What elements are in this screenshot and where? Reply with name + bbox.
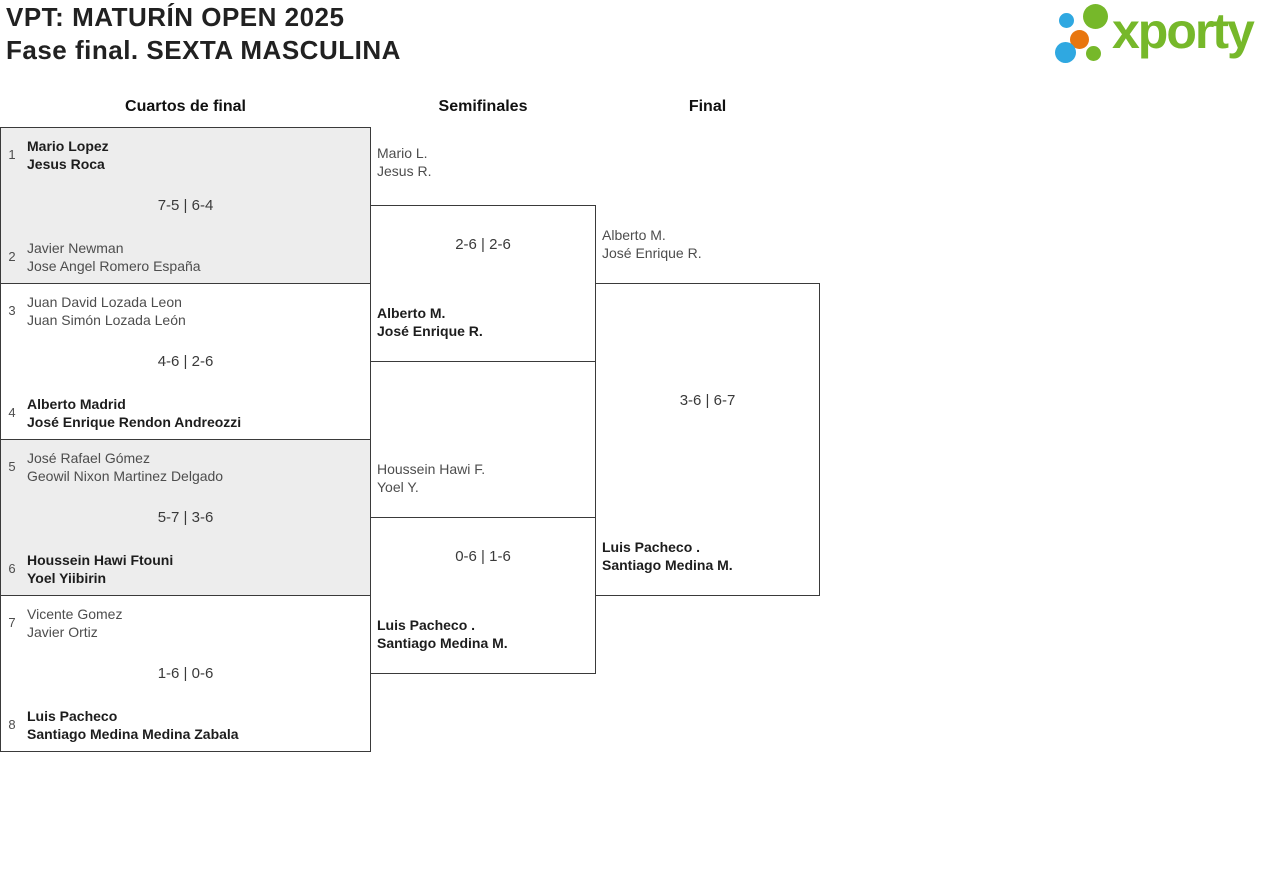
player-name: Houssein Hawi F. xyxy=(377,461,486,477)
player-name: José Enrique R. xyxy=(602,245,702,261)
logo-dot-orange-icon xyxy=(1070,30,1089,49)
match-final xyxy=(595,283,820,596)
match-score: 1-6 | 0-6 xyxy=(157,665,214,682)
logo-dot-green-small-icon xyxy=(1086,46,1101,61)
seed-number: 4 xyxy=(8,405,16,420)
logo-dot-green-large-icon xyxy=(1083,4,1108,29)
seed-number: 2 xyxy=(8,249,16,264)
match-score: 7-5 | 6-4 xyxy=(157,197,214,214)
match-score: 0-6 | 1-6 xyxy=(455,548,511,565)
sf1-team-top-label: Mario L. Jesus R. xyxy=(377,144,431,180)
player-name: Alberto Madrid xyxy=(27,396,126,412)
sf2-team-bottom-label: Luis Pacheco . Santiago Medina M. xyxy=(377,616,508,652)
final-team-bottom-label: Luis Pacheco . Santiago Medina M. xyxy=(602,538,733,574)
player-name: Houssein Hawi Ftouni xyxy=(27,552,174,568)
player-name: José Enrique R. xyxy=(377,323,483,339)
player-name: Vicente Gomez xyxy=(27,606,123,622)
tournament-title: VPT: MATURÍN OPEN 2025 xyxy=(6,2,345,32)
category-subtitle: Fase final. SEXTA MASCULINA xyxy=(6,35,401,65)
qf4-team-bottom: Luis Pacheco Santiago Medina Medina Zaba… xyxy=(27,707,239,743)
qf4-team-top: Vicente Gomez Javier Ortiz xyxy=(27,605,122,641)
sf1-team-bottom-label: Alberto M. José Enrique R. xyxy=(377,304,483,340)
player-name: Juan David Lozada Leon xyxy=(27,294,182,310)
qf2-team-top: Juan David Lozada Leon Juan Simón Lozada… xyxy=(27,293,186,329)
player-name: Jesus R. xyxy=(377,163,432,179)
player-name: Jose Angel Romero España xyxy=(27,258,201,274)
match-score: 2-6 | 2-6 xyxy=(455,236,511,253)
match-score: 5-7 | 3-6 xyxy=(157,509,214,526)
round-header-semifinals: Semifinales xyxy=(438,98,528,115)
seed-number: 5 xyxy=(8,459,16,474)
match-score: 3-6 | 6-7 xyxy=(679,392,736,409)
player-name: Javier Ortiz xyxy=(27,624,98,640)
player-name: Geowil Nixon Martinez Delgado xyxy=(27,468,224,484)
match-qf-4: 7 Vicente Gomez Javier Ortiz 1-6 | 0-6 8… xyxy=(0,595,371,752)
player-name: Luis Pacheco . xyxy=(377,617,476,633)
logo-dot-blue-small-icon xyxy=(1059,13,1074,28)
player-name: Mario L. xyxy=(377,145,428,161)
qf2-team-bottom: Alberto Madrid José Enrique Rendon Andre… xyxy=(27,395,241,431)
qf1-team-top: Mario Lopez Jesus Roca xyxy=(27,137,109,173)
player-name: Alberto M. xyxy=(602,227,666,243)
round-header-final: Final xyxy=(688,98,727,115)
player-name: José Rafael Gómez xyxy=(27,450,150,466)
match-qf-3: 5 José Rafael Gómez Geowil Nixon Martine… xyxy=(0,439,371,596)
match-score: 4-6 | 2-6 xyxy=(157,353,214,370)
logo-dot-blue-medium-icon xyxy=(1055,42,1076,63)
player-name: Mario Lopez xyxy=(27,138,109,154)
round-header-quarterfinals: Cuartos de final xyxy=(125,98,246,115)
logo-wordmark: xporty xyxy=(1112,3,1255,59)
player-name: Luis Pacheco xyxy=(27,708,118,724)
seed-number: 7 xyxy=(8,615,16,630)
player-name: Luis Pacheco . xyxy=(602,539,701,555)
qf1-team-bottom: Javier Newman Jose Angel Romero España xyxy=(27,239,201,275)
seed-number: 8 xyxy=(8,717,16,732)
qf3-team-top: José Rafael Gómez Geowil Nixon Martinez … xyxy=(27,449,223,485)
player-name: Santiago Medina M. xyxy=(602,557,733,573)
match-qf-2: 3 Juan David Lozada Leon Juan Simón Loza… xyxy=(0,283,371,440)
qf3-team-bottom: Houssein Hawi Ftouni Yoel Yiibirin xyxy=(27,551,173,587)
match-qf-1: 1 Mario Lopez Jesus Roca 7-5 | 6-4 2 Jav… xyxy=(0,127,371,284)
player-name: Santiago Medina Medina Zabala xyxy=(27,726,239,742)
player-name: Yoel Yiibirin xyxy=(27,570,107,586)
player-name: Jesus Roca xyxy=(27,156,105,172)
seed-number: 1 xyxy=(8,147,16,162)
player-name: Alberto M. xyxy=(377,305,446,321)
seed-number: 6 xyxy=(8,561,16,576)
sf2-team-top-label: Houssein Hawi F. Yoel Y. xyxy=(377,460,485,496)
page-title: VPT: MATURÍN OPEN 2025 Fase final. SEXTA… xyxy=(6,1,401,67)
xporty-logo[interactable]: xporty xyxy=(1050,0,1280,70)
player-name: Javier Newman xyxy=(27,240,124,256)
seed-number: 3 xyxy=(8,303,16,318)
player-name: Yoel Y. xyxy=(377,479,419,495)
player-name: Juan Simón Lozada León xyxy=(27,312,186,328)
player-name: José Enrique Rendon Andreozzi xyxy=(27,414,242,430)
player-name: Santiago Medina M. xyxy=(377,635,508,651)
final-team-top-label: Alberto M. José Enrique R. xyxy=(602,226,702,262)
